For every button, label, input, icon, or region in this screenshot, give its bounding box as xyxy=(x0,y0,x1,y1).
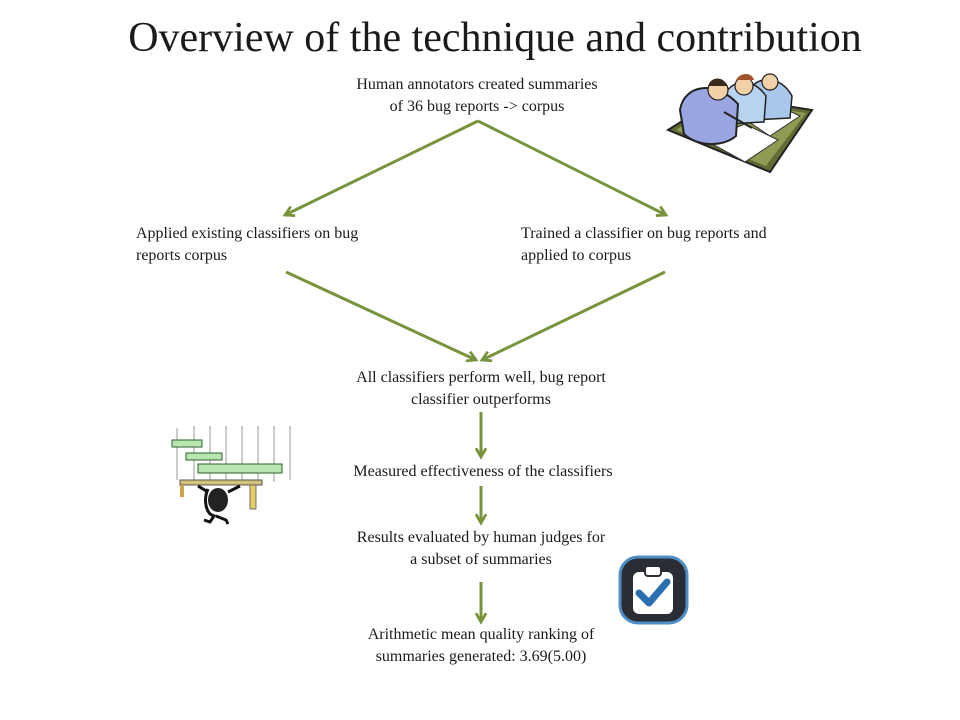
arrow-right-to-mid xyxy=(482,270,666,360)
node-classifiers-perform: All classifiers perform well, bug report… xyxy=(308,367,654,411)
node-text-line: Results evaluated by human judges for xyxy=(356,529,606,546)
node-text-line: All classifiers perform well, bug report xyxy=(356,369,606,386)
node-text-line: Applied existing classifiers on bug xyxy=(136,225,359,242)
node-text-line: summaries generated: 3.69(5.00) xyxy=(375,648,587,665)
node-trained-classifier: Trained a classifier on bug reports and … xyxy=(521,223,841,267)
node-mean-ranking: Arithmetic mean quality ranking of summa… xyxy=(308,624,654,668)
node-human-annotators: Human annotators created summaries of 36… xyxy=(318,74,636,118)
node-text-line: reports corpus xyxy=(136,247,228,264)
node-text-line: Human annotators created summaries xyxy=(356,76,598,93)
arrow-top-to-right xyxy=(477,119,666,215)
people-writing-clipart xyxy=(665,73,814,174)
arrow-left-to-mid xyxy=(285,270,476,360)
node-measured-effectiveness: Measured effectiveness of the classifier… xyxy=(310,461,656,483)
node-text-line: applied to corpus xyxy=(521,247,632,264)
node-text-line: Arithmetic mean quality ranking of xyxy=(367,626,595,643)
node-text-line: Trained a classifier on bug reports and xyxy=(521,225,767,242)
node-text-line: Measured effectiveness of the classifier… xyxy=(353,463,613,480)
node-human-judges: Results evaluated by human judges for a … xyxy=(308,527,654,571)
node-existing-classifiers: Applied existing classifiers on bug repo… xyxy=(136,223,436,267)
arrow-top-to-left xyxy=(285,119,479,215)
weightlifter-clipart xyxy=(171,426,291,525)
node-text-line: classifier outperforms xyxy=(411,391,551,408)
slide-title: Overview of the technique and contributi… xyxy=(128,15,862,61)
flow-arrows xyxy=(285,119,666,622)
clipboard-check-icon xyxy=(618,555,689,625)
node-text-line: of 36 bug reports -> corpus xyxy=(389,98,565,115)
node-text-line: a subset of summaries xyxy=(410,551,552,568)
